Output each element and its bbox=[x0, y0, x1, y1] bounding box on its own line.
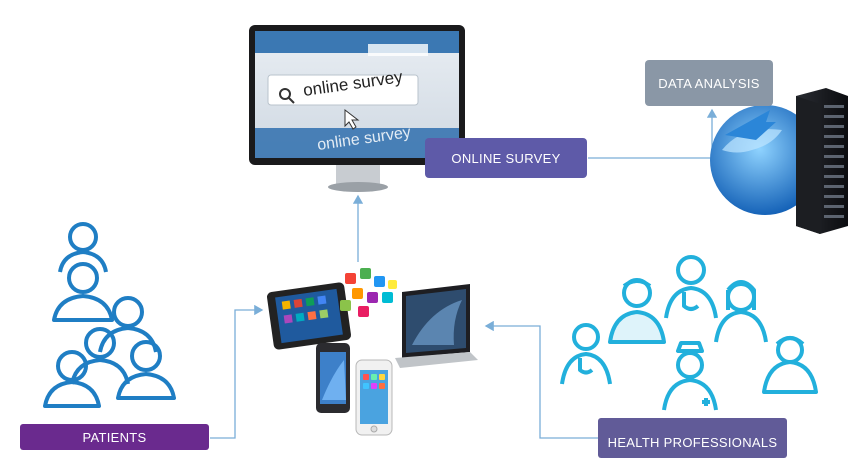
patient-figure-5 bbox=[43, 350, 101, 408]
monitor-illustration bbox=[249, 25, 465, 192]
patient-figure-1 bbox=[58, 222, 108, 273]
globe-icon bbox=[710, 105, 820, 215]
android-phone-icon bbox=[316, 343, 350, 413]
patients-label: PATIENTS bbox=[20, 424, 209, 450]
patient-figure-3 bbox=[98, 296, 158, 353]
doctor-figure-1 bbox=[664, 255, 718, 319]
surgeon-figure-2 bbox=[762, 336, 818, 394]
app-icons-cloud bbox=[340, 268, 397, 317]
patients-group-icon bbox=[43, 222, 176, 408]
health-professionals-group-icon bbox=[560, 255, 818, 411]
patient-figure-6 bbox=[116, 340, 176, 400]
connector-patients-devices bbox=[210, 304, 264, 439]
server-rack-icon bbox=[796, 88, 848, 234]
nurse-figure-2 bbox=[662, 341, 718, 411]
health-professionals-label: HEALTH PROFESSIONALS bbox=[598, 418, 787, 458]
nurse-figure-1 bbox=[714, 280, 768, 343]
patient-figure-4 bbox=[70, 327, 130, 385]
laptop-icon bbox=[395, 284, 478, 368]
connector-health-devices bbox=[484, 320, 598, 439]
tablet-icon bbox=[266, 282, 352, 350]
connector-survey-analysis bbox=[588, 108, 718, 159]
doctor-figure-2 bbox=[560, 323, 612, 385]
surgeon-figure-1 bbox=[608, 278, 666, 344]
data-analysis-label: DATA ANALYSIS bbox=[645, 60, 773, 106]
iphone-icon bbox=[355, 359, 393, 436]
online-survey-label: ONLINE SURVEY bbox=[425, 138, 587, 178]
patient-figure-2 bbox=[52, 262, 114, 322]
